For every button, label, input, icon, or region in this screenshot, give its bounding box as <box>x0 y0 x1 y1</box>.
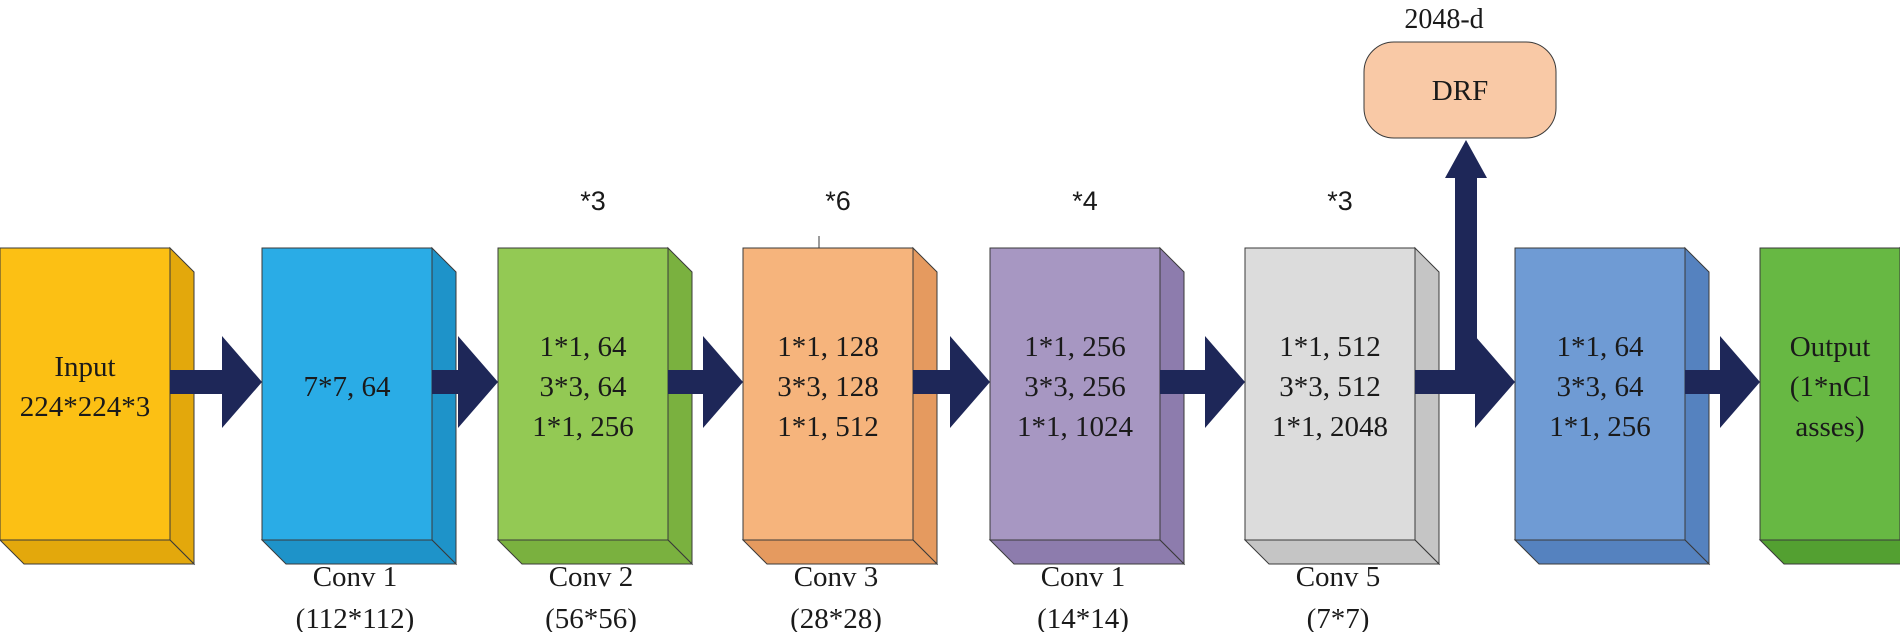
block-text-line: 3*3, 128 <box>777 371 879 403</box>
block-text-line: 1*1, 64 <box>1557 331 1645 363</box>
block-text-line: (1*nCl <box>1790 371 1871 403</box>
block-side-face <box>1159 246 1185 566</box>
flow-arrow-7 <box>1685 336 1760 428</box>
stage-caption-name: Conv 5 <box>1296 561 1381 593</box>
drf-label: DRF <box>1432 75 1488 107</box>
block-text-line: 1*1, 256 <box>532 411 634 443</box>
block-block7: 1*1, 64 3*3, 64 1*1, 256 <box>1513 246 1711 566</box>
block-text-line: Input <box>54 351 115 383</box>
block-front-face <box>1514 247 1686 541</box>
repeat-multiplier: *3 <box>580 186 606 216</box>
block-side-face <box>667 246 693 566</box>
block-front-face <box>742 247 914 541</box>
block-text-line: 1*1, 128 <box>777 331 879 363</box>
block-front-face <box>1759 247 1900 541</box>
block-text-line: 3*3, 64 <box>540 371 628 403</box>
block-text-line: 1*1, 512 <box>777 411 879 443</box>
flow-arrow-4 <box>913 336 990 428</box>
block-front-face <box>497 247 669 541</box>
block-bottom-face <box>1758 539 1900 565</box>
block-text-line: 1*1, 2048 <box>1272 411 1388 443</box>
repeat-multiplier: *4 <box>1072 186 1098 216</box>
drf-node: DRF 2048-d <box>1363 4 1557 139</box>
flow-arrow-3 <box>668 336 743 428</box>
block-side-face <box>431 246 457 566</box>
block-input: Input 224*224*3 <box>0 246 196 566</box>
block-text-line: 1*1, 256 <box>1024 331 1126 363</box>
stage-caption-name: Conv 2 <box>549 561 634 593</box>
block-front-face <box>261 247 433 541</box>
stage-caption-size: (14*14) <box>1037 603 1129 632</box>
block-text-line: Output <box>1790 331 1871 363</box>
block-side-face <box>912 246 938 566</box>
stage-caption-size: (56*56) <box>545 603 637 632</box>
block-text-line: 224*224*3 <box>20 391 151 423</box>
repeat-multiplier: *6 <box>825 186 851 216</box>
flow-arrow-2 <box>432 336 498 428</box>
block-side-face <box>1684 246 1710 566</box>
block-output: Output (1*nCl asses) <box>1758 246 1900 565</box>
block-text-line: 7*7, 64 <box>304 371 392 403</box>
stage-caption-size: (7*7) <box>1307 603 1370 632</box>
stage-caption-name: Conv 1 <box>1041 561 1126 593</box>
block-front-face <box>0 247 171 541</box>
block-conv1: 7*7, 64 Conv 1 (112*112) <box>260 246 458 632</box>
stage-caption-size: (28*28) <box>790 603 882 632</box>
block-text-line: 1*1, 256 <box>1549 411 1651 443</box>
block-side-face <box>169 246 195 566</box>
repeat-multiplier: *3 <box>1327 186 1353 216</box>
block-text-line: 3*3, 256 <box>1024 371 1126 403</box>
block-text-line: asses) <box>1795 411 1864 443</box>
block-text-line: 1*1, 64 <box>540 331 628 363</box>
stage-caption-name: Conv 1 <box>313 561 398 593</box>
stage-caption-name: Conv 3 <box>794 561 879 593</box>
drf-branch-arrow <box>1445 140 1487 382</box>
block-side-face <box>1414 246 1440 566</box>
block-text-line: 3*3, 512 <box>1279 371 1381 403</box>
block-text-line: 3*3, 64 <box>1557 371 1645 403</box>
flow-arrow-5 <box>1160 336 1245 428</box>
drf-dimension-label: 2048-d <box>1404 4 1483 35</box>
block-front-face <box>989 247 1161 541</box>
stage-caption-size: (112*112) <box>296 603 415 632</box>
block-text-line: 1*1, 1024 <box>1017 411 1134 443</box>
block-front-face <box>1244 247 1416 541</box>
block-bottom-face <box>1513 539 1711 565</box>
block-bottom-face <box>0 539 196 565</box>
drf-box <box>1363 41 1557 139</box>
flow-arrow-1 <box>170 336 262 428</box>
block-text-line: 1*1, 512 <box>1279 331 1381 363</box>
